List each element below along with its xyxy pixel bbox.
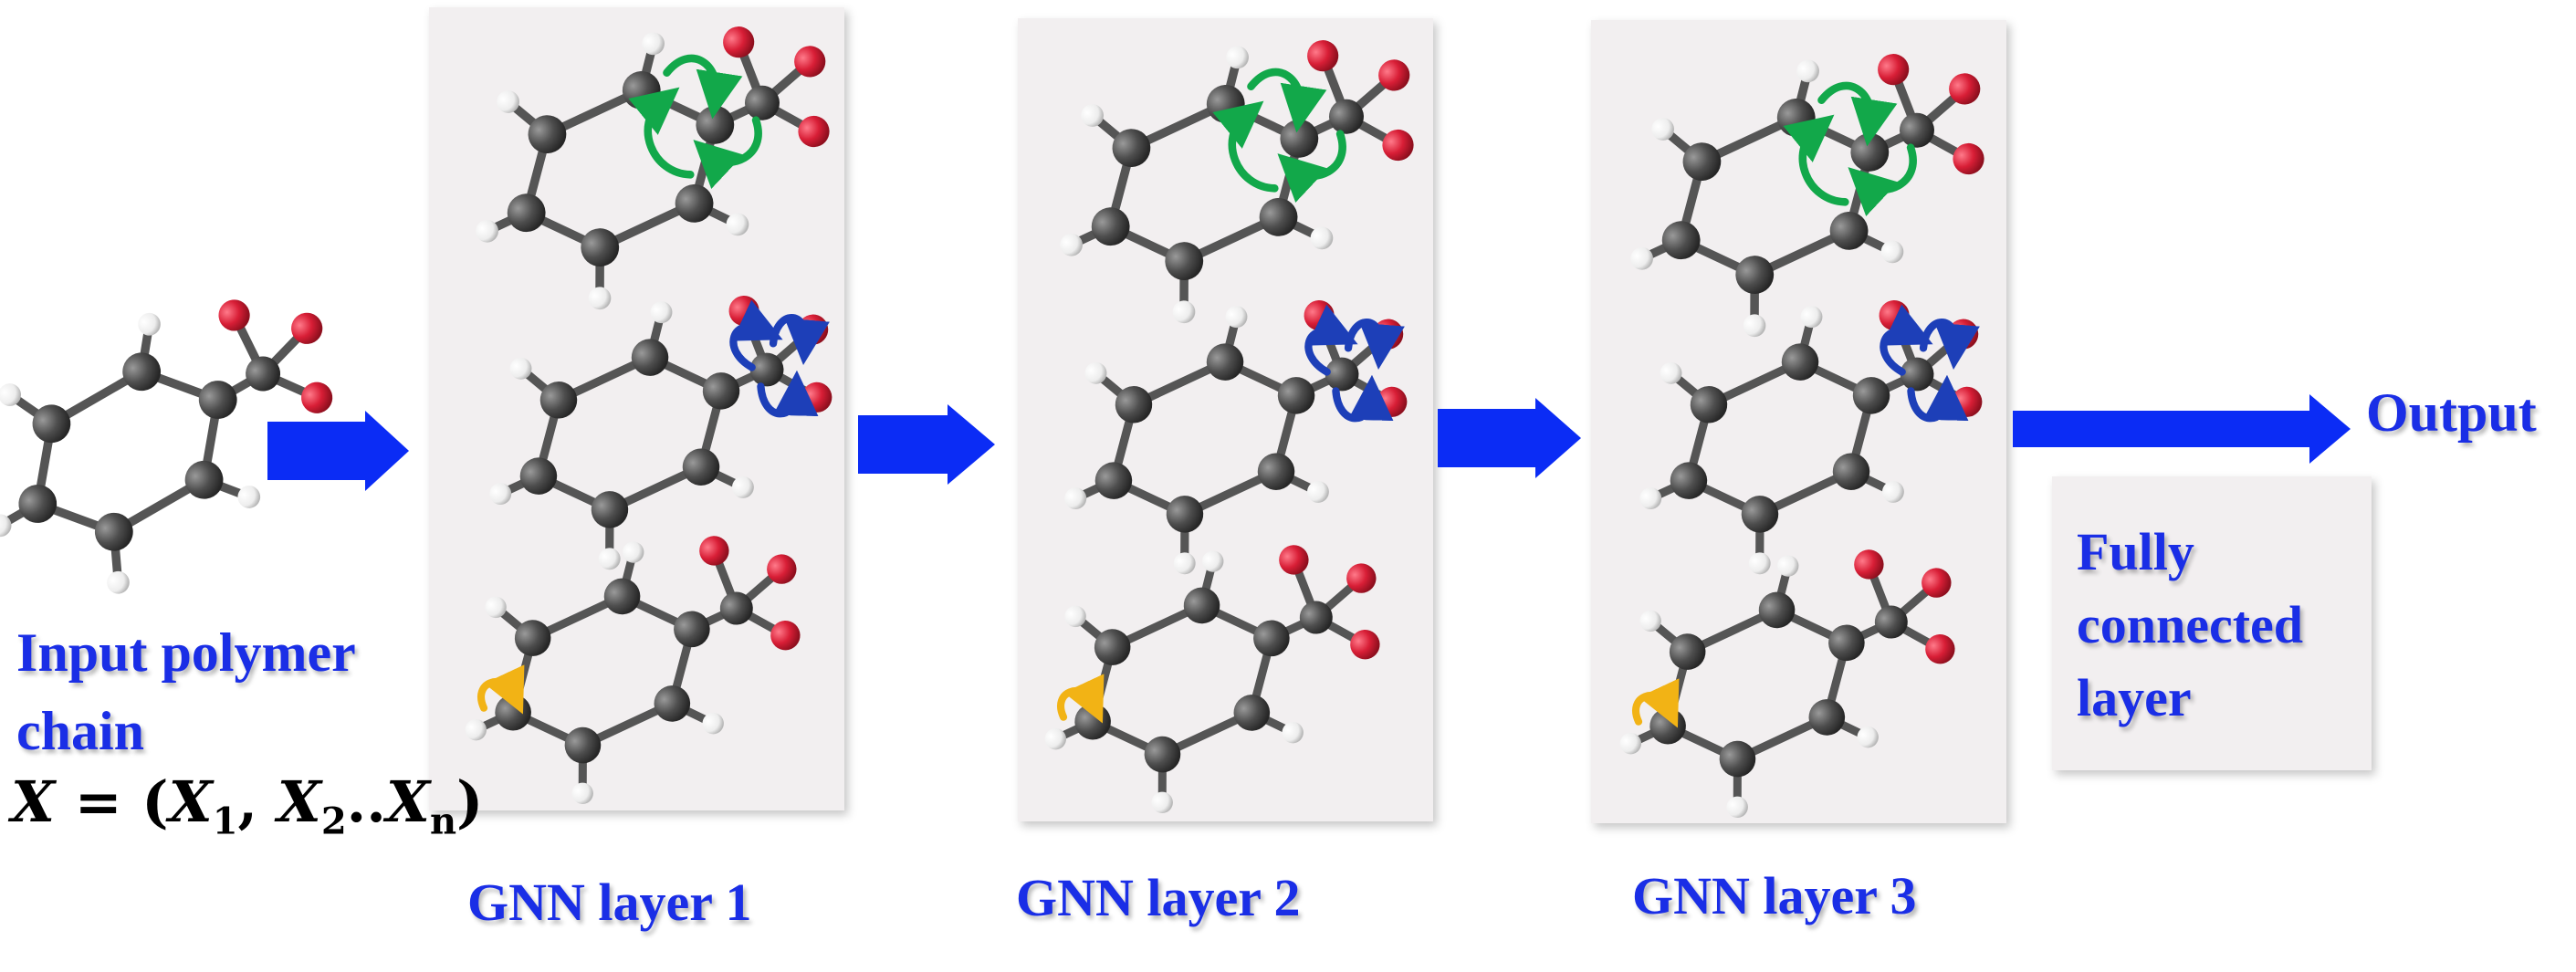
formula-eq: = ( <box>55 768 169 835</box>
formula-x2: X <box>277 768 321 835</box>
flow-arrow-1 <box>267 411 409 491</box>
formula-dots: .. <box>346 768 386 835</box>
formula-sub2: 2 <box>320 800 347 843</box>
fully-connected-panel <box>2052 476 2372 770</box>
fc-label-line2: connected <box>2077 595 2304 654</box>
gnn-layer-1-panel <box>418 0 883 837</box>
gnn-layer-3-label: GNN layer 3 <box>1632 866 1917 925</box>
formula-subn: n <box>429 800 457 843</box>
flow-arrow-3 <box>1438 398 1581 478</box>
formula-x: X <box>11 768 56 835</box>
fully-connected-label: Fully connected layer <box>2077 516 2351 735</box>
formula-comma: , <box>237 768 277 835</box>
formula-x1: X <box>168 768 213 835</box>
gnn-layer-1-label: GNN layer 1 <box>467 873 752 932</box>
gnn-layer-2-label: GNN layer 2 <box>1016 868 1301 927</box>
formula-xn: X <box>385 768 430 835</box>
formula-close: ) <box>456 768 484 835</box>
gnn-layer-2-panel <box>998 0 1466 846</box>
input-formula: X = (X1, X2..Xn) <box>11 768 483 842</box>
formula-sub1: 1 <box>212 800 238 843</box>
fc-label-line3: layer <box>2077 668 2192 727</box>
fc-label-line1: Fully <box>2077 522 2194 581</box>
output-arrow <box>2013 394 2351 464</box>
input-label: Input polymer chain <box>16 613 356 770</box>
input-label-line1: Input polymer <box>16 622 356 683</box>
output-label: Output <box>2366 382 2537 443</box>
gnn-layer-3-panel <box>1573 0 2037 851</box>
flow-arrow-2 <box>858 404 995 485</box>
input-label-line2: chain <box>16 701 145 761</box>
